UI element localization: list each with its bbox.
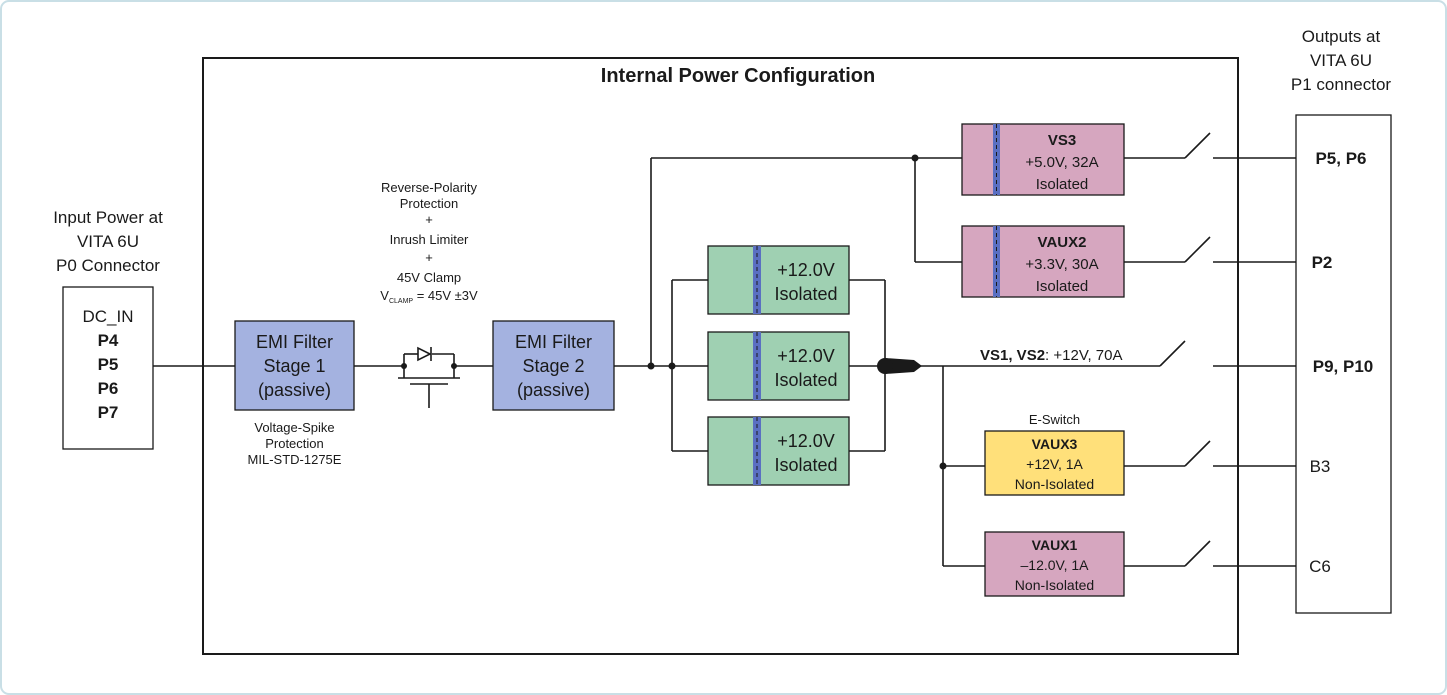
input-heading-1: Input Power at (53, 208, 163, 227)
input-pin-p4: P4 (98, 331, 119, 350)
input-pin-p7: P7 (98, 403, 119, 422)
emi1-line1: EMI Filter (256, 332, 333, 352)
output-pin-p5-p6: P5, P6 (1315, 149, 1366, 168)
output-heading-1: Outputs at (1302, 27, 1381, 46)
regulator-vaux1: VAUX1 –12.0V, 1A Non-Isolated (984, 531, 1125, 597)
wiring (153, 132, 1296, 567)
converter-2: +12.0V Isolated (707, 331, 850, 401)
emi2-line2: Stage 2 (522, 356, 584, 376)
protection-line3: + (425, 212, 433, 227)
output-connector-box (1295, 114, 1392, 614)
regulator-vaux3: VAUX3 +12V, 1A Non-Isolated (984, 430, 1125, 496)
combiner-node (877, 358, 922, 374)
converter-2-label: Isolated (774, 370, 837, 390)
input-pin-p5: P5 (98, 355, 119, 374)
vaux1-label: Non-Isolated (1015, 577, 1094, 593)
input-pin-p6: P6 (98, 379, 119, 398)
emi1-line3: (passive) (258, 380, 331, 400)
emi1-note2: Protection (265, 436, 324, 451)
input-pin-dc-in: DC_IN (82, 307, 133, 326)
vaux3-label: Non-Isolated (1015, 476, 1094, 492)
converter-1-value: +12.0V (777, 260, 835, 280)
emi1-note3: MIL-STD-1275E (248, 452, 342, 467)
vs3-spec: +5.0V, 32A (1025, 154, 1098, 171)
main-bus-label: VS1, VS2: +12V, 70A (980, 347, 1122, 364)
input-heading-2: VITA 6U (77, 232, 139, 251)
reverse-polarity-diode-icon (398, 346, 460, 408)
vaux1-spec: –12.0V, 1A (1021, 557, 1090, 573)
emi2-line3: (passive) (517, 380, 590, 400)
converter-1-label: Isolated (774, 284, 837, 304)
converter-3-value: +12.0V (777, 431, 835, 451)
input-heading-3: P0 Connector (56, 256, 160, 275)
output-pin-p9-p10: P9, P10 (1313, 357, 1374, 376)
converter-3: +12.0V Isolated (707, 416, 850, 486)
regulator-vs3: VS3 +5.0V, 32A Isolated (961, 123, 1125, 196)
output-pin-c6: C6 (1309, 557, 1331, 576)
vaux1-name: VAUX1 (1032, 537, 1078, 553)
vaux2-spec: +3.3V, 30A (1025, 256, 1098, 273)
eswitch-label: E-Switch (1029, 412, 1080, 427)
vaux3-name: VAUX3 (1032, 436, 1078, 452)
junction-dots (647, 154, 947, 470)
vs3-name: VS3 (1048, 132, 1076, 149)
vclamp-spec: VCLAMP = 45V ±3V (380, 288, 478, 305)
vaux2-label: Isolated (1036, 278, 1089, 295)
converter-1: +12.0V Isolated (707, 245, 850, 315)
vs3-label: Isolated (1036, 176, 1089, 193)
protection-line4: Inrush Limiter (390, 232, 469, 247)
input-connector-box (62, 286, 154, 450)
output-heading-3: P1 connector (1291, 75, 1392, 94)
converter-2-value: +12.0V (777, 346, 835, 366)
diagram-title: Internal Power Configuration (601, 65, 875, 87)
protection-line5: + (425, 250, 433, 265)
internal-config-box (202, 57, 1239, 655)
vaux2-name: VAUX2 (1038, 234, 1087, 251)
output-heading-2: VITA 6U (1310, 51, 1372, 70)
regulator-vaux2: VAUX2 +3.3V, 30A Isolated (961, 225, 1125, 298)
output-pin-p2: P2 (1312, 253, 1333, 272)
emi-filter-stage1 (234, 320, 355, 411)
protection-line1: Reverse-Polarity (381, 180, 478, 195)
vaux3-spec: +12V, 1A (1026, 456, 1083, 472)
protection-line6: 45V Clamp (397, 270, 461, 285)
emi1-line2: Stage 1 (263, 356, 325, 376)
emi-filter-stage2 (492, 320, 615, 411)
output-pin-b3: B3 (1310, 457, 1331, 476)
converter-3-label: Isolated (774, 455, 837, 475)
emi1-note1: Voltage-Spike (254, 420, 334, 435)
emi2-line1: EMI Filter (515, 332, 592, 352)
protection-line2: Protection (400, 196, 459, 211)
